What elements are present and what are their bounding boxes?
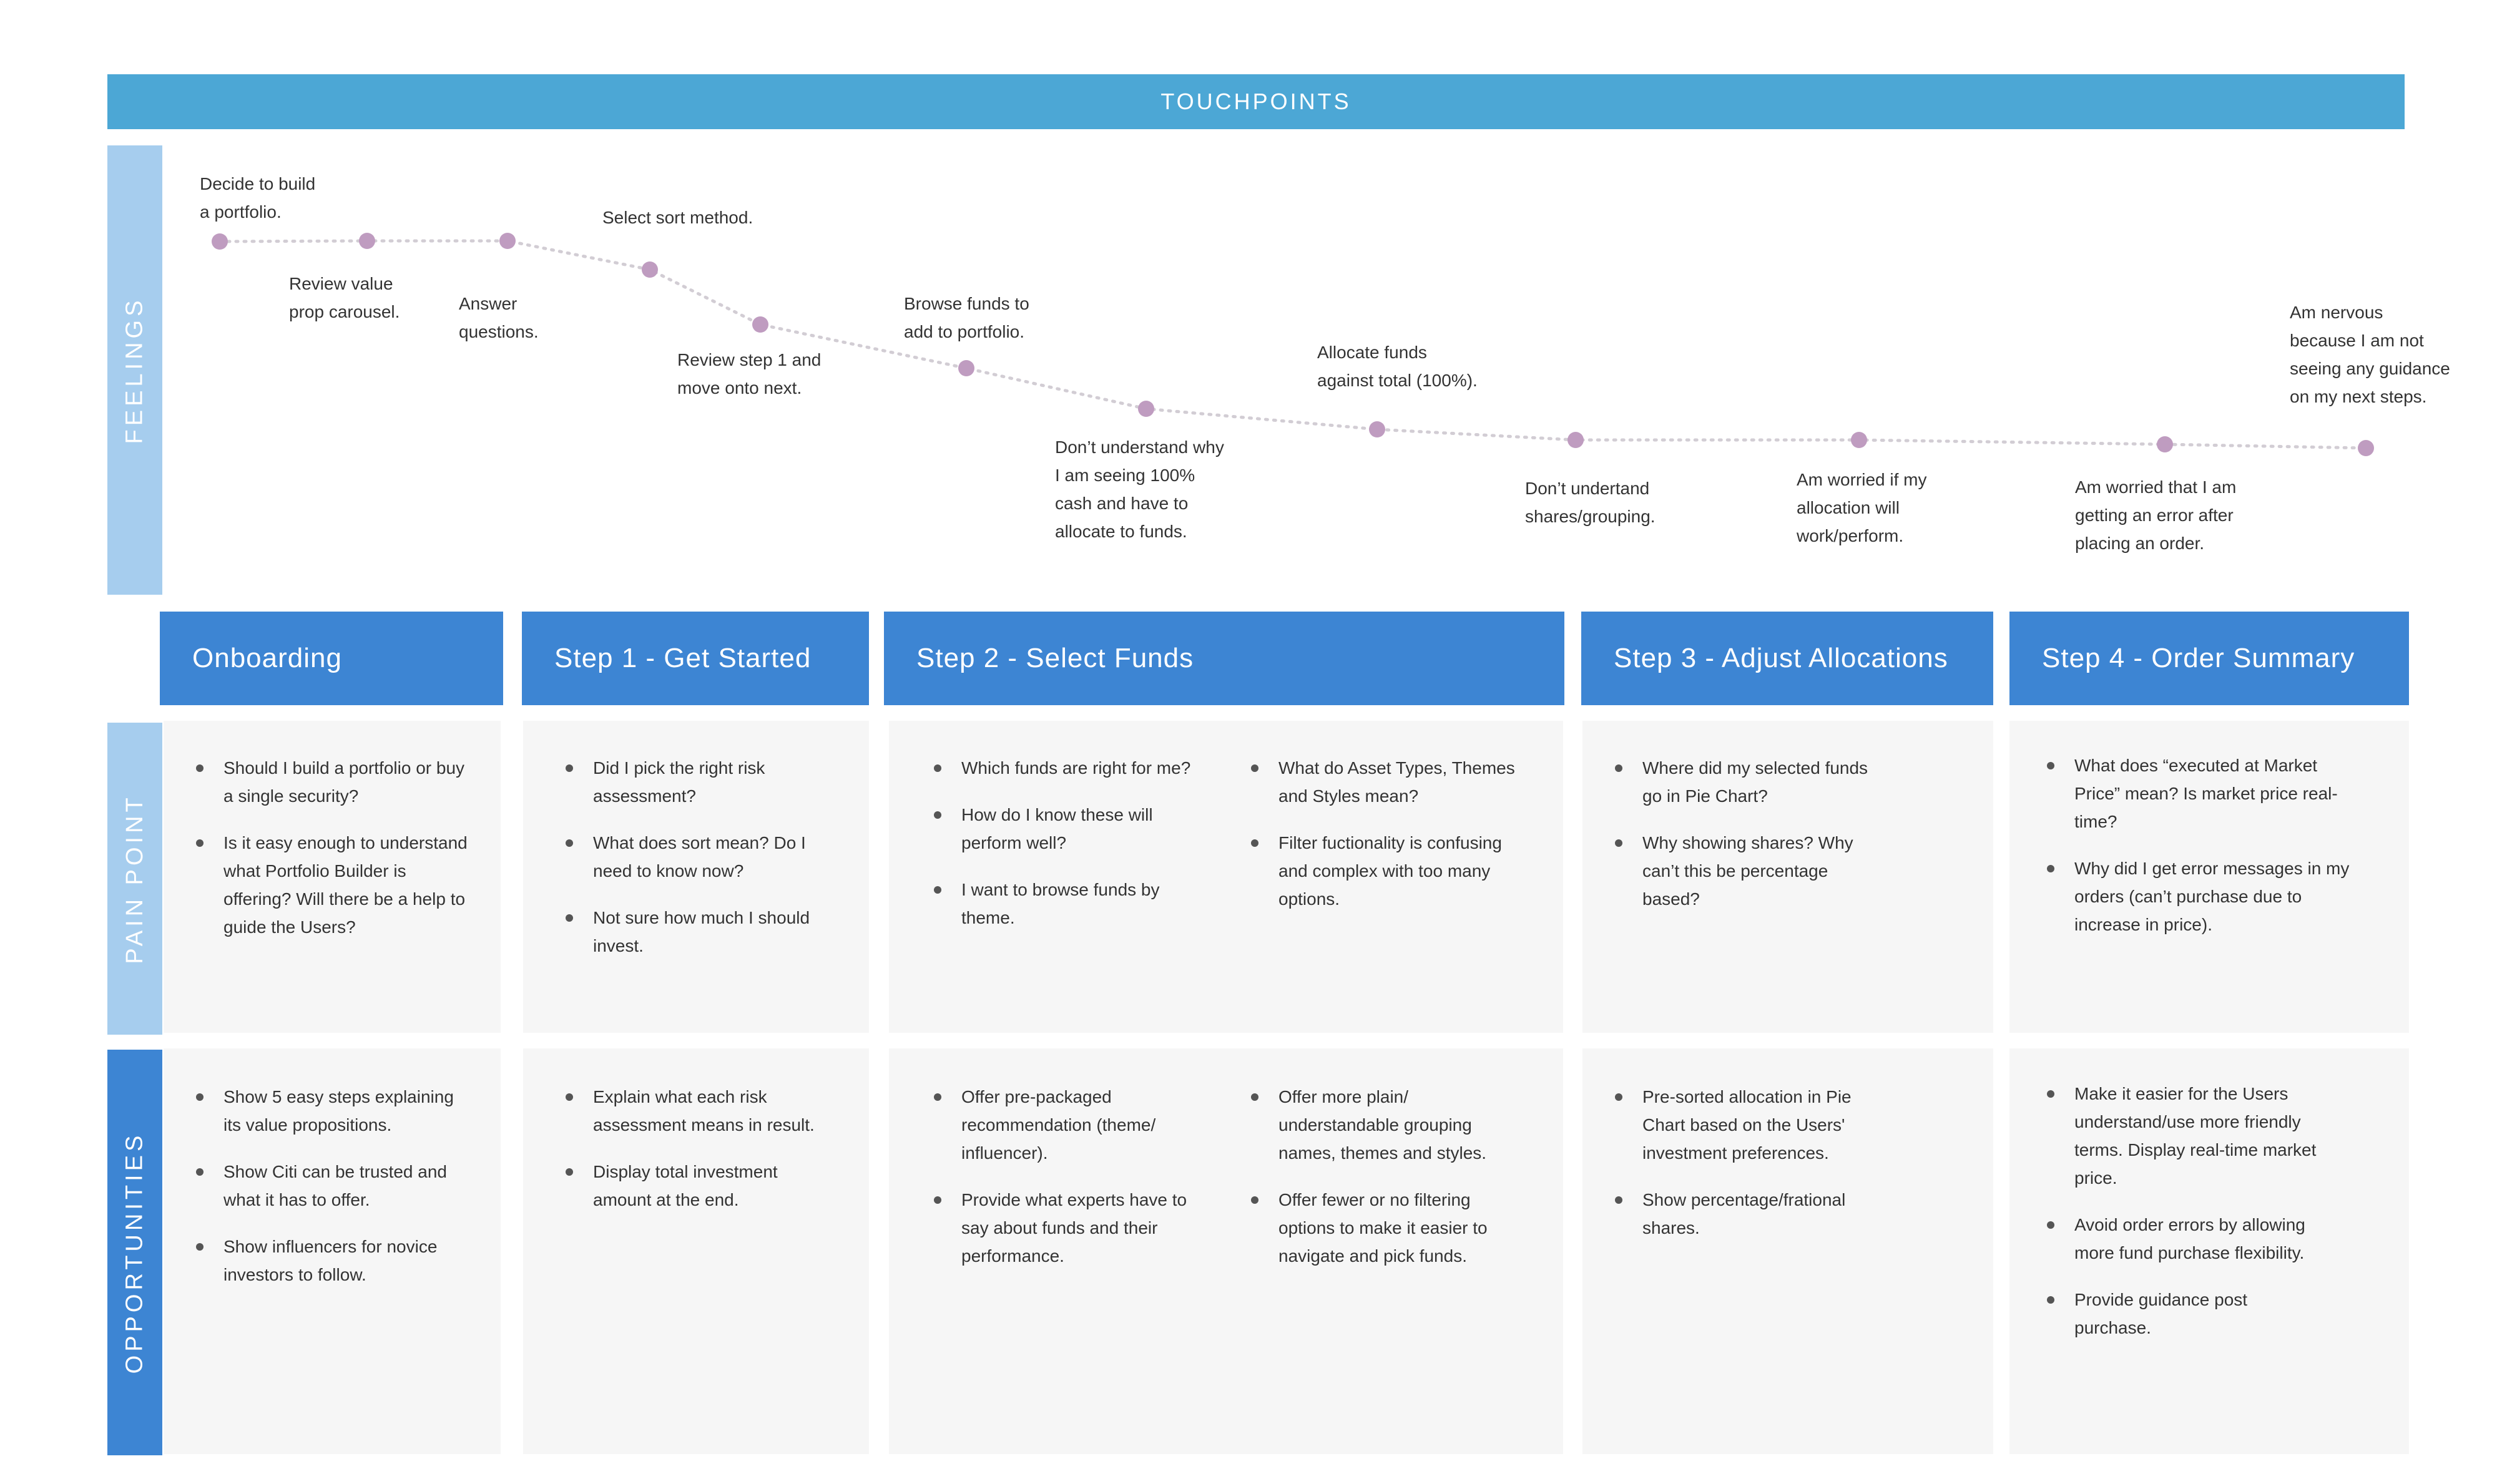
feeling-point-1 [212, 233, 228, 250]
opp-list-step-2-right: Offer more plain/ understandable groupin… [1251, 1083, 1526, 1289]
opp-list-step-3: Pre-sorted allocation in Pie Chart based… [1615, 1083, 1890, 1261]
feeling-note-11: Am worried that I am getting an error af… [2075, 477, 2237, 553]
feeling-point-7 [1138, 401, 1154, 417]
list-item: Did I pick the right risk assessment? [566, 754, 840, 810]
feeling-note-9: Don’t undertand shares/grouping. [1525, 479, 1656, 526]
feeling-point-3 [499, 233, 516, 249]
list-item: Filter fuctionality is confusing and com… [1251, 829, 1526, 913]
list-item: Should I build a portfolio or buy a sing… [196, 754, 471, 810]
list-item: Offer pre-packaged recommendation (theme… [934, 1083, 1215, 1167]
stage-title: Step 4 - Order Summary [2042, 643, 2355, 673]
stage-title: Step 2 - Select Funds [916, 643, 1194, 673]
feeling-point-12 [2358, 440, 2374, 456]
pain-list-step-2-right: What do Asset Types, Themes and Styles m… [1251, 754, 1526, 932]
feeling-note-10: Am worried if my allocation will work/pe… [1797, 470, 1927, 545]
pain-cell-step-4: What does “executed at Market Price” mea… [2009, 721, 2409, 1033]
feeling-point-4 [642, 261, 658, 278]
pain-cell-step-3: Where did my selected funds go in Pie Ch… [1582, 721, 1993, 1033]
feeling-note-3: Answer questions. [459, 294, 539, 341]
list-item: Offer fewer or no filtering options to m… [1251, 1186, 1526, 1270]
feeling-note-12: Am nervous because I am not seeing any g… [2290, 303, 2450, 406]
pain-list-step-1: Did I pick the right risk assessment? Wh… [566, 754, 840, 979]
pain-cell-step-2: Which funds are right for me? How do I k… [889, 721, 1563, 1033]
list-item: Provide guidance post purchase. [2047, 1286, 2322, 1342]
list-item: Show influencers for novice investors to… [196, 1233, 471, 1289]
list-item: Make it easier for the Users understand/… [2047, 1080, 2322, 1192]
list-item: How do I know these will perform well? [934, 801, 1209, 857]
list-item: Pre-sorted allocation in Pie Chart based… [1615, 1083, 1890, 1167]
stage-step-2: Step 2 - Select Funds [884, 612, 1564, 705]
stage-onboarding: Onboarding [160, 612, 503, 705]
feelings-row-label: FEELINGS [107, 145, 162, 595]
stage-title: Onboarding [192, 643, 342, 673]
opportunities-row-label: OPPORTUNITIES [107, 1050, 162, 1455]
list-item: Explain what each risk assessment means … [566, 1083, 840, 1139]
opp-list-onboarding: Show 5 easy steps explaining its value p… [196, 1083, 471, 1307]
list-item: Why did I get error messages in my order… [2047, 854, 2359, 939]
pain-point-row-label: PAIN POINT [107, 723, 162, 1035]
list-item: Show percentage/frational shares. [1615, 1186, 1890, 1242]
feelings-curve [212, 233, 2374, 456]
stage-title: Step 3 - Adjust Allocations [1614, 643, 1948, 673]
pain-list-step-3: Where did my selected funds go in Pie Ch… [1615, 754, 1890, 932]
stage-step-3: Step 3 - Adjust Allocations [1581, 612, 1993, 705]
list-item: What does sort mean? Do I need to know n… [566, 829, 840, 885]
stage-step-1: Step 1 - Get Started [522, 612, 869, 705]
pain-cell-onboarding: Should I build a portfolio or buy a sing… [164, 721, 501, 1033]
feeling-point-6 [958, 360, 974, 376]
feeling-note-6: Browse funds to add to portfolio. [904, 294, 1029, 341]
opp-list-step-2-left: Offer pre-packaged recommendation (theme… [934, 1083, 1215, 1289]
feeling-point-8 [1369, 421, 1385, 437]
list-item: I want to browse funds by theme. [934, 876, 1209, 932]
feeling-point-10 [1851, 432, 1867, 448]
feeling-point-9 [1567, 432, 1584, 448]
feelings-line [218, 239, 2368, 450]
pain-list-step-2-left: Which funds are right for me? How do I k… [934, 754, 1209, 950]
stage-step-4: Step 4 - Order Summary [2009, 612, 2409, 705]
pain-list-step-4: What does “executed at Market Price” mea… [2047, 751, 2359, 957]
feeling-note-7: Don’t understand why I am seeing 100% ca… [1055, 437, 1224, 541]
opp-cell-step-3: Pre-sorted allocation in Pie Chart based… [1582, 1048, 1993, 1454]
pain-cell-step-1: Did I pick the right risk assessment? Wh… [523, 721, 869, 1033]
list-item: Which funds are right for me? [934, 754, 1209, 782]
feeling-point-2 [359, 233, 375, 249]
opp-cell-step-2: Offer pre-packaged recommendation (theme… [889, 1048, 1563, 1454]
list-item: Provide what experts have to say about f… [934, 1186, 1215, 1270]
opp-cell-step-4: Make it easier for the Users understand/… [2009, 1048, 2409, 1454]
stage-title: Step 1 - Get Started [554, 643, 812, 673]
list-item: Show 5 easy steps explaining its value p… [196, 1083, 471, 1139]
feeling-note-4: Select sort method. [602, 208, 753, 227]
feeling-note-2: Review value prop carousel. [289, 274, 400, 321]
list-item: Display total investment amount at the e… [566, 1158, 840, 1214]
feeling-note-8: Allocate funds against total (100%). [1317, 343, 1478, 390]
feeling-note-5: Review step 1 and move onto next. [677, 350, 822, 398]
touchpoints-header: TOUCHPOINTS [107, 74, 2405, 129]
list-item: What do Asset Types, Themes and Styles m… [1251, 754, 1526, 810]
list-item: Show Citi can be trusted and what it has… [196, 1158, 471, 1214]
list-item: Where did my selected funds go in Pie Ch… [1615, 754, 1890, 810]
touchpoints-title: TOUCHPOINTS [1160, 89, 1352, 114]
opp-list-step-1: Explain what each risk assessment means … [566, 1083, 840, 1233]
opp-cell-onboarding: Show 5 easy steps explaining its value p… [164, 1048, 501, 1454]
list-item: Not sure how much I should invest. [566, 904, 840, 960]
feeling-note-1: Decide to build a portfolio. [200, 174, 316, 222]
list-item: Offer more plain/ understandable groupin… [1251, 1083, 1526, 1167]
pain-point-label: PAIN POINT [121, 793, 148, 964]
opp-cell-step-1: Explain what each risk assessment means … [523, 1048, 869, 1454]
feeling-point-5 [752, 316, 768, 333]
list-item: What does “executed at Market Price” mea… [2047, 751, 2359, 836]
pain-list-onboarding: Should I build a portfolio or buy a sing… [196, 754, 471, 960]
list-item: Avoid order errors by allowing more fund… [2047, 1211, 2322, 1267]
list-item: Why showing shares? Why can’t this be pe… [1615, 829, 1890, 913]
list-item: Is it easy enough to understand what Por… [196, 829, 471, 941]
opportunities-label: OPPORTUNITIES [121, 1131, 148, 1374]
feeling-point-11 [2157, 436, 2173, 452]
opp-list-step-4: Make it easier for the Users understand/… [2047, 1080, 2322, 1360]
